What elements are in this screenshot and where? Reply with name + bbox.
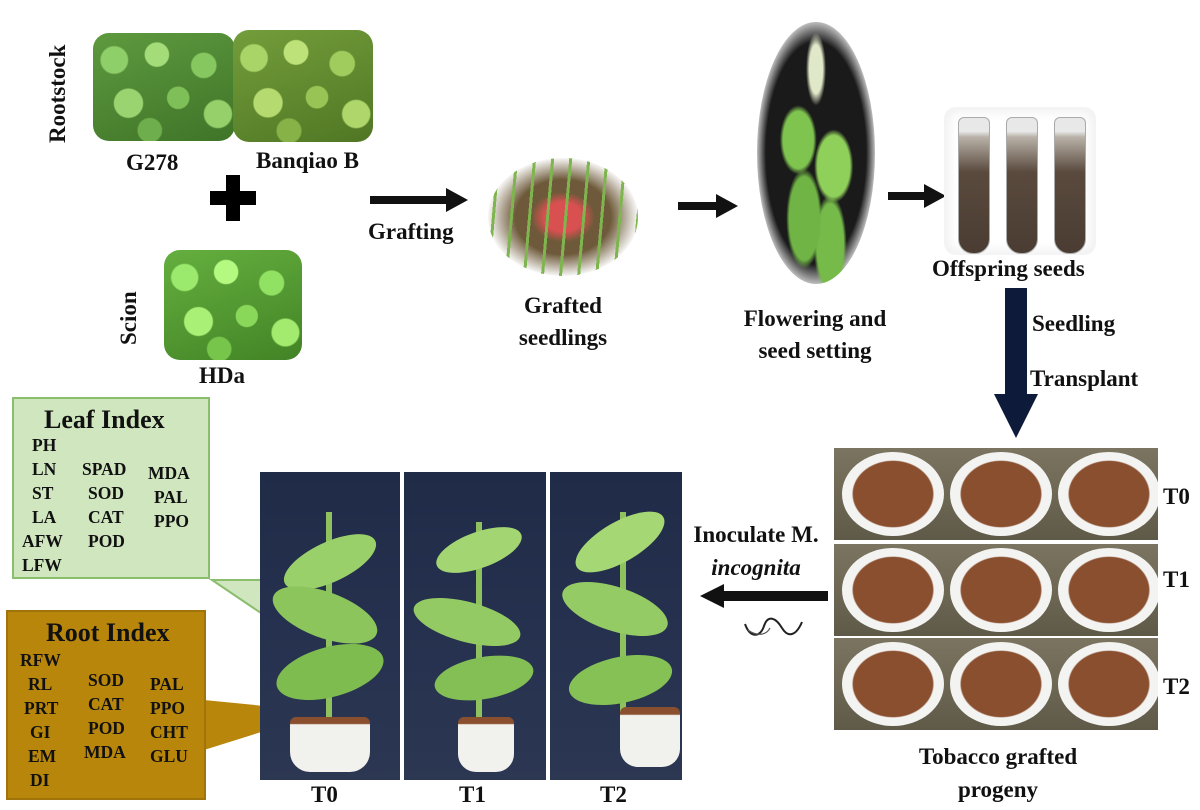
root-index-item: PRT xyxy=(24,698,59,718)
leaf-index-item: POD xyxy=(88,531,125,551)
hda-photo xyxy=(164,250,302,360)
root-index-item: EM xyxy=(28,746,57,766)
arrow-right-icon xyxy=(370,188,468,212)
leaf-index-item: LN xyxy=(32,459,57,479)
tray-label-t2: T2 xyxy=(1163,674,1190,699)
plus-icon xyxy=(210,175,256,221)
seedling-tray-t0 xyxy=(834,448,1158,540)
grafted-seedlings-photo xyxy=(488,158,638,276)
tobacco-progeny-label: Tobacco grafted progeny xyxy=(918,744,1078,802)
leaf-index-item: SPAD xyxy=(82,459,127,479)
leaf-index-item: PAL xyxy=(154,487,188,507)
flowering-plant-photo xyxy=(757,22,875,284)
root-index-item: PAL xyxy=(150,674,184,694)
root-index-item: GI xyxy=(30,722,51,742)
root-index-title: Root Index xyxy=(46,618,170,647)
inoculate-label: Inoculate M. incognita xyxy=(693,522,819,580)
root-index-item: SOD xyxy=(88,670,124,690)
root-index-item: CHT xyxy=(150,722,188,742)
plant-photo-t1 xyxy=(404,472,546,780)
leaf-index-item: SOD xyxy=(88,483,124,503)
treatment-label-t2: T2 xyxy=(600,782,627,807)
seedling-label: Seedling xyxy=(1032,311,1116,336)
offspring-seeds-label: Offspring seeds xyxy=(932,256,1085,281)
root-index-item: PPO xyxy=(150,698,185,718)
grafted-seedlings-label: Grafted seedlings xyxy=(518,293,608,350)
banqiao-photo xyxy=(233,30,373,142)
g278-photo xyxy=(93,33,235,141)
leaf-index-title: Leaf Index xyxy=(44,405,165,434)
leaf-index-item: LA xyxy=(32,507,57,527)
leaf-index-item: PPO xyxy=(154,511,189,531)
seedling-tray-t2 xyxy=(834,638,1158,730)
tray-label-t1: T1 xyxy=(1163,567,1190,592)
plant-photo-t2 xyxy=(550,472,682,780)
root-index-item: CAT xyxy=(88,694,124,714)
treatment-label-t0: T0 xyxy=(311,782,338,807)
leaf-index-item: CAT xyxy=(88,507,124,527)
leaf-index-box: Leaf Index PH LN ST LA AFW LFW SPAD SOD … xyxy=(12,397,210,579)
leaf-index-item: PH xyxy=(32,435,57,455)
leaf-index-item: LFW xyxy=(22,555,62,575)
hda-label: HDa xyxy=(199,363,245,388)
arrow-left-icon xyxy=(700,584,828,608)
root-index-item: DI xyxy=(30,770,50,790)
plant-photo-t0 xyxy=(260,472,400,780)
offspring-seeds-photo xyxy=(944,107,1096,255)
nematode-icon xyxy=(744,617,803,636)
seedling-tray-t1 xyxy=(834,544,1158,636)
arrow-right-icon xyxy=(678,194,738,218)
root-index-box: Root Index RFW RL PRT GI EM DI SOD CAT P… xyxy=(6,610,206,800)
root-index-item: MDA xyxy=(84,742,126,762)
root-index-item: GLU xyxy=(150,746,188,766)
transplant-label: Transplant xyxy=(1030,366,1139,391)
root-index-item: RFW xyxy=(20,650,61,670)
arrow-down-icon xyxy=(994,288,1038,438)
leaf-index-item: AFW xyxy=(22,531,63,551)
leaf-index-item: MDA xyxy=(148,463,190,483)
grafting-label: Grafting xyxy=(368,219,454,244)
leaf-index-item: ST xyxy=(32,483,54,503)
flowering-label: Flowering and seed setting xyxy=(743,306,887,363)
root-index-item: POD xyxy=(88,718,125,738)
tray-label-t0: T0 xyxy=(1163,484,1190,509)
banqiao-label: Banqiao B xyxy=(256,148,359,173)
g278-label: G278 xyxy=(126,150,179,175)
root-index-item: RL xyxy=(28,674,53,694)
treatment-label-t1: T1 xyxy=(459,782,486,807)
arrow-right-icon xyxy=(888,184,946,208)
